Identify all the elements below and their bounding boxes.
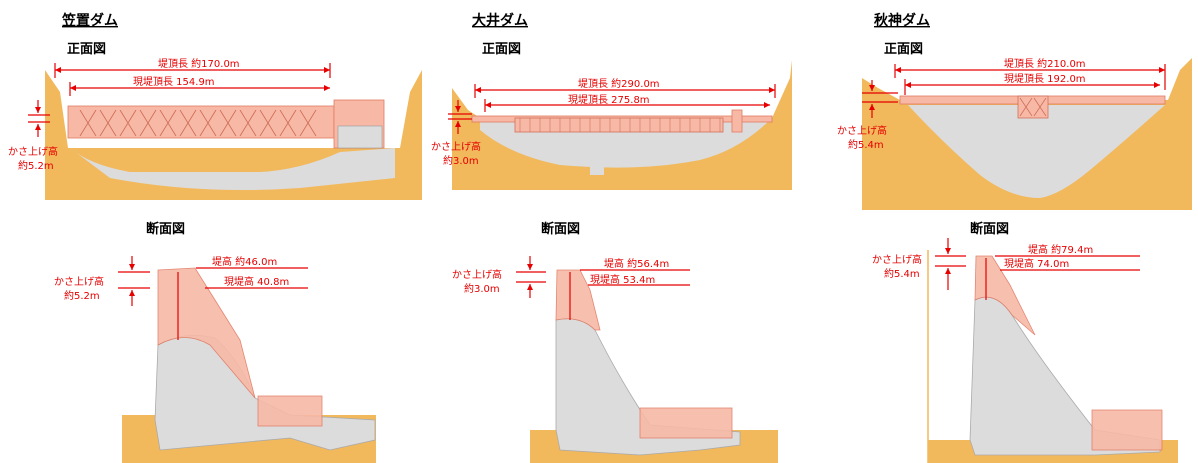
current-dam-height-label: 現堤高 40.8m: [224, 275, 289, 288]
crest-length-label: 堤頂長 約170.0m: [158, 57, 240, 70]
crest-length-label: 堤頂長 約210.0m: [1004, 57, 1086, 70]
section-raise-label: かさ上げ高: [54, 275, 104, 288]
gate-row: [514, 117, 724, 133]
front-view-drawing: [862, 58, 1192, 210]
dam-body: [908, 105, 1165, 198]
section-raise-value: 約3.0m: [464, 282, 500, 295]
front-view-label: 正面図: [482, 42, 521, 57]
section-view-drawing: [118, 256, 376, 463]
crest-length-label: 堤頂長 約290.0m: [578, 77, 660, 90]
raise-height-value: 約5.4m: [848, 138, 884, 151]
gate-lattice: [79, 109, 317, 137]
section-view-label: 断面図: [970, 221, 1009, 237]
section-raise: [157, 267, 256, 399]
dam-title: 秋神ダム: [874, 12, 930, 29]
section-view-label: 断面図: [146, 221, 185, 237]
front-view-label: 正面図: [884, 42, 923, 57]
current-dam-height-label: 現堤高 74.0m: [1004, 257, 1069, 270]
front-view-label: 正面図: [67, 42, 106, 57]
section-raise: [555, 269, 601, 331]
raise-height-label: かさ上げ高: [837, 124, 887, 137]
current-crest-length-label: 現堤頂長 154.9m: [133, 76, 215, 88]
raise-height-value: 約5.2m: [18, 159, 54, 172]
section-view-drawing: [927, 238, 1178, 463]
dam-panel-akigami: 秋神ダム 正面図 堤頂長 約210.0m 現堤頂長 192.0m かさ上げ高 約…: [837, 12, 1192, 463]
raise-height-value: 約3.0m: [443, 154, 479, 167]
section-raise-label: かさ上げ高: [452, 268, 502, 281]
section-dam-body: [154, 334, 376, 451]
dam-panel-kasagi: 笠置ダム 正面図 堤頂長 約170.0m 現堤頂長 154.9m かさ上げ高 約…: [8, 12, 422, 463]
section-raise-value: 約5.2m: [64, 289, 100, 302]
dam-height-label: 堤高 約79.4m: [1028, 243, 1093, 256]
section-view-drawing: [516, 256, 778, 463]
current-crest-length-label: 現堤頂長 275.8m: [568, 94, 650, 106]
dam-panel-oi: 大井ダム 正面図 堤頂長 約290.0m 現堤頂長 275.8m かさ上げ高 約…: [431, 12, 792, 463]
raise-height-label: かさ上げ高: [431, 140, 481, 153]
dam-height-label: 堤高 約56.4m: [604, 257, 669, 270]
front-view-drawing: [28, 63, 422, 200]
section-raise-label: かさ上げ高: [872, 253, 922, 266]
current-dam-height-label: 現堤高 53.4m: [590, 273, 655, 286]
front-view-drawing: [448, 60, 792, 190]
dam-body: [70, 148, 395, 191]
dam-title: 大井ダム: [472, 12, 528, 29]
dam-title: 笠置ダム: [61, 12, 118, 29]
section-raise-value: 約5.4m: [884, 267, 920, 280]
raise-height-label: かさ上げ高: [8, 145, 58, 158]
section-view-label: 断面図: [541, 221, 580, 237]
section-raise: [974, 255, 1036, 336]
current-crest-length-label: 現堤頂長 192.0m: [1004, 73, 1086, 85]
dam-height-label: 堤高 約46.0m: [212, 255, 277, 268]
